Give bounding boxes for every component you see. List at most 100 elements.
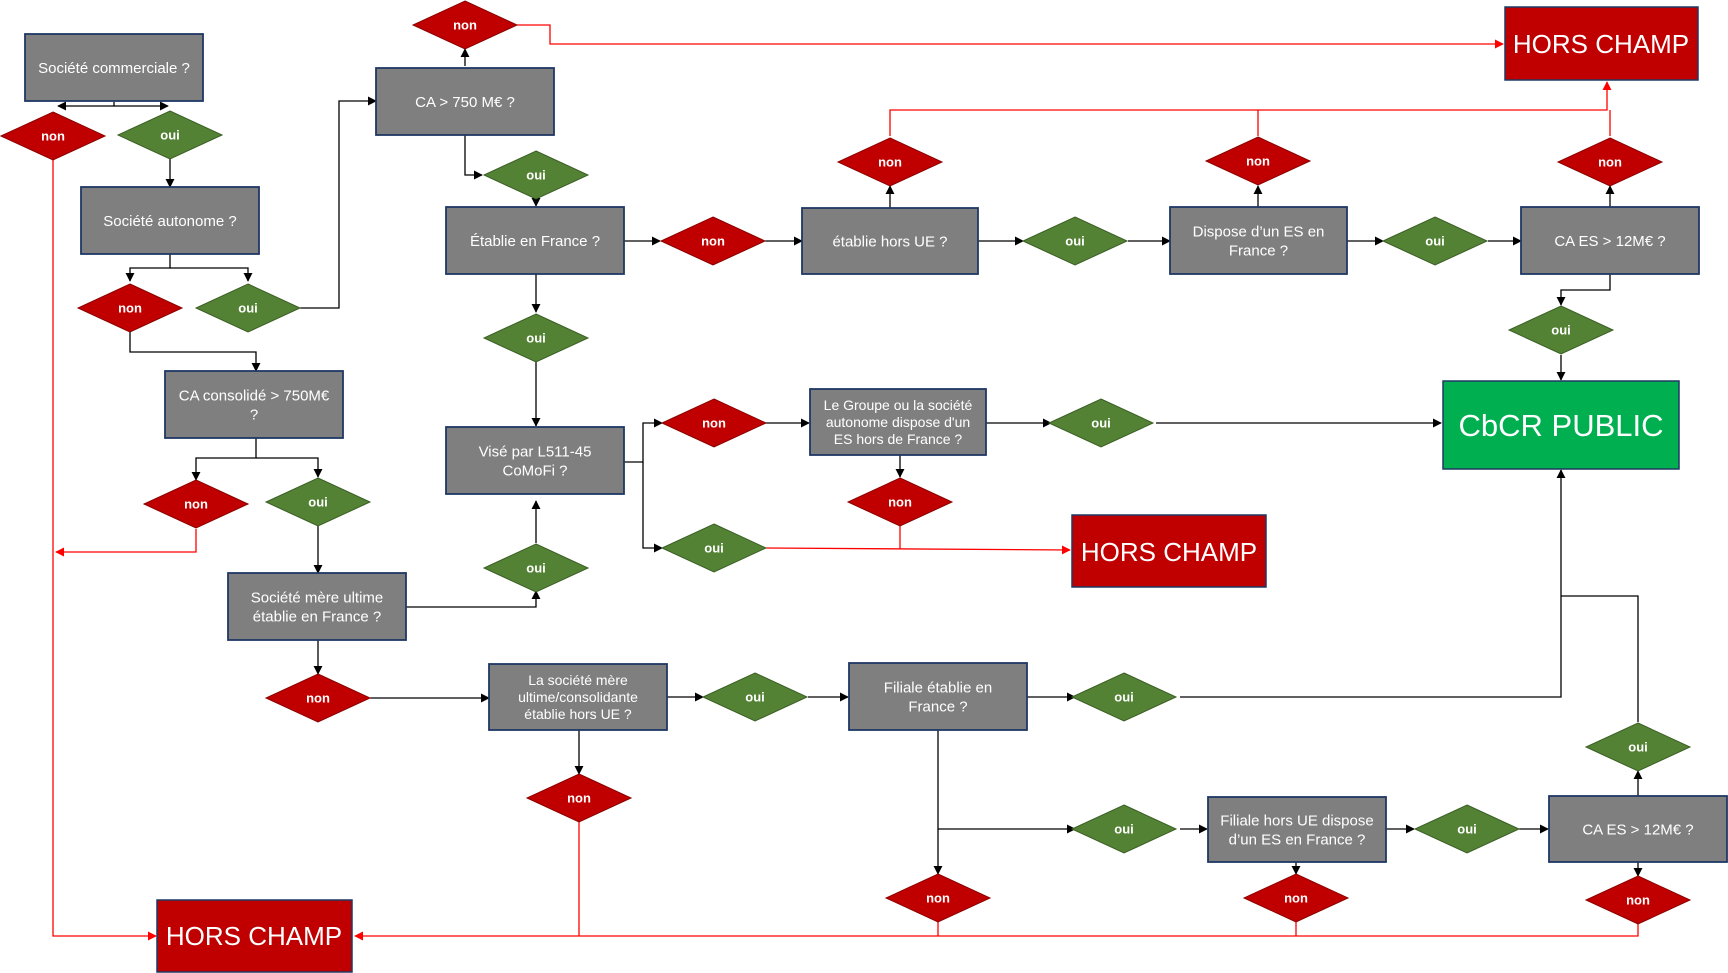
diamond-shape <box>1381 216 1489 266</box>
non-diamond: non <box>1204 136 1312 186</box>
non-diamond: non <box>884 873 992 923</box>
decision-box-text: ES hors de France ? <box>834 431 963 447</box>
diamond-shape <box>1021 216 1129 266</box>
diamond-label: non <box>702 416 726 431</box>
diamond-label: non <box>878 155 902 170</box>
oui-diamond: oui <box>660 523 768 573</box>
diamond-label: non <box>306 691 330 706</box>
decision-box-text: CA ES > 12M€ ? <box>1554 233 1665 250</box>
diamond-shape <box>1584 722 1692 772</box>
oui-diamond: oui <box>1070 804 1178 854</box>
diamond-label: non <box>1284 891 1308 906</box>
decision-box-societe-autonome: Société autonome ? <box>80 186 260 255</box>
decision-box-text: d’un ES en France ? <box>1229 831 1366 848</box>
decision-box-shape <box>801 207 979 275</box>
decision-box-societe-commerciale: Société commerciale ? <box>24 33 204 102</box>
decision-box-shape <box>164 370 344 439</box>
oui-diamond: oui <box>482 313 590 363</box>
decision-box-text: Visé par L511-45 <box>479 443 592 460</box>
diamond-shape <box>142 479 250 529</box>
diamond-shape <box>1070 672 1178 722</box>
decision-box-mere-hors-ue: La société mèreultime/consolidanteétabli… <box>488 663 668 731</box>
diamond-shape <box>264 477 372 527</box>
decision-box-text: Dispose d’un ES en <box>1193 223 1325 240</box>
oui-diamond: oui <box>1070 672 1178 722</box>
oui-diamond: oui <box>1047 398 1155 448</box>
connector <box>129 330 261 372</box>
oui-diamond: oui <box>194 283 302 333</box>
non-diamond: non <box>846 477 954 527</box>
non-diamond: non <box>1242 873 1350 923</box>
oui-diamond: oui <box>1021 216 1129 266</box>
connector <box>191 438 257 481</box>
decision-box-text: Société commerciale ? <box>38 60 190 77</box>
diamond-shape <box>194 283 302 333</box>
non-diamond: non <box>411 0 519 50</box>
decision-box-text: CoMoFi ? <box>502 462 567 479</box>
hors-champ-middle-box <box>1071 514 1267 588</box>
connector <box>517 24 1504 49</box>
diamond-shape <box>0 111 107 161</box>
decision-box-shape <box>227 572 407 641</box>
decision-box-text: CA > 750 M€ ? <box>415 94 515 111</box>
diamond-shape <box>1413 804 1521 854</box>
non-diamond: non <box>836 137 944 187</box>
diamond-label: oui <box>160 128 180 143</box>
diamond-label: non <box>118 301 142 316</box>
diamond-label: non <box>41 129 65 144</box>
decision-box-ca-750: CA > 750 M€ ? <box>375 67 555 136</box>
decision-box-text: Le Groupe ou la société <box>824 397 973 413</box>
oui-diamond: oui <box>482 150 590 200</box>
decision-box-ca-consolide: CA consolidé > 750M€? <box>164 370 344 439</box>
decision-box-etablie-hors-ue: établie hors UE ? <box>801 207 979 275</box>
decision-box-text: CA ES > 12M€ ? <box>1582 821 1693 838</box>
diamond-shape <box>846 477 954 527</box>
hors-champ-bottom-label: HORS CHAMP <box>166 921 342 951</box>
hors-champ-top-label: HORS CHAMP <box>1513 29 1689 59</box>
hors-champ-top-box <box>1504 6 1699 81</box>
decision-box-text: Établie en France ? <box>470 233 600 250</box>
diamond-label: non <box>1598 155 1622 170</box>
diamond-shape <box>482 313 590 363</box>
decision-box-shape <box>445 426 625 495</box>
decision-box-text: Filiale hors UE dispose <box>1220 812 1373 829</box>
oui-diamond: oui <box>1507 305 1615 355</box>
diamond-label: oui <box>1114 822 1134 837</box>
diamond-shape <box>482 543 590 593</box>
non-diamond: non <box>659 216 767 266</box>
diamond-shape <box>1556 137 1664 187</box>
diamond-shape <box>836 137 944 187</box>
diamond-shape <box>884 873 992 923</box>
decision-box-shape <box>488 663 668 731</box>
diamond-label: non <box>926 891 950 906</box>
decision-box-text: France ? <box>1229 242 1288 259</box>
diamond-shape <box>1204 136 1312 186</box>
oui-diamond: oui <box>1413 804 1521 854</box>
oui-diamond: oui <box>1381 216 1489 266</box>
decision-box-text: France ? <box>908 698 967 715</box>
diamond-shape <box>660 523 768 573</box>
diamond-label: non <box>1626 893 1650 908</box>
connector <box>1556 274 1611 306</box>
diamond-label: oui <box>1114 690 1134 705</box>
decision-box-text: Société mère ultime <box>251 589 384 606</box>
diamond-label: non <box>1246 154 1270 169</box>
diamond-shape <box>660 398 768 448</box>
decision-boxes: Société commerciale ? Société autonome ? C… <box>24 33 1728 863</box>
diamond-label: oui <box>238 301 258 316</box>
connector <box>300 96 377 309</box>
diamond-label: non <box>888 495 912 510</box>
diamond-shape <box>1584 875 1692 925</box>
diamond-label: oui <box>1091 416 1111 431</box>
diamond-label: non <box>701 234 725 249</box>
diamond-label: non <box>184 497 208 512</box>
diamond-shape <box>411 0 519 50</box>
connector <box>765 545 1071 555</box>
decision-box-text: ? <box>250 406 258 423</box>
diamond-label: oui <box>1457 822 1477 837</box>
diamond-shape <box>1242 873 1350 923</box>
